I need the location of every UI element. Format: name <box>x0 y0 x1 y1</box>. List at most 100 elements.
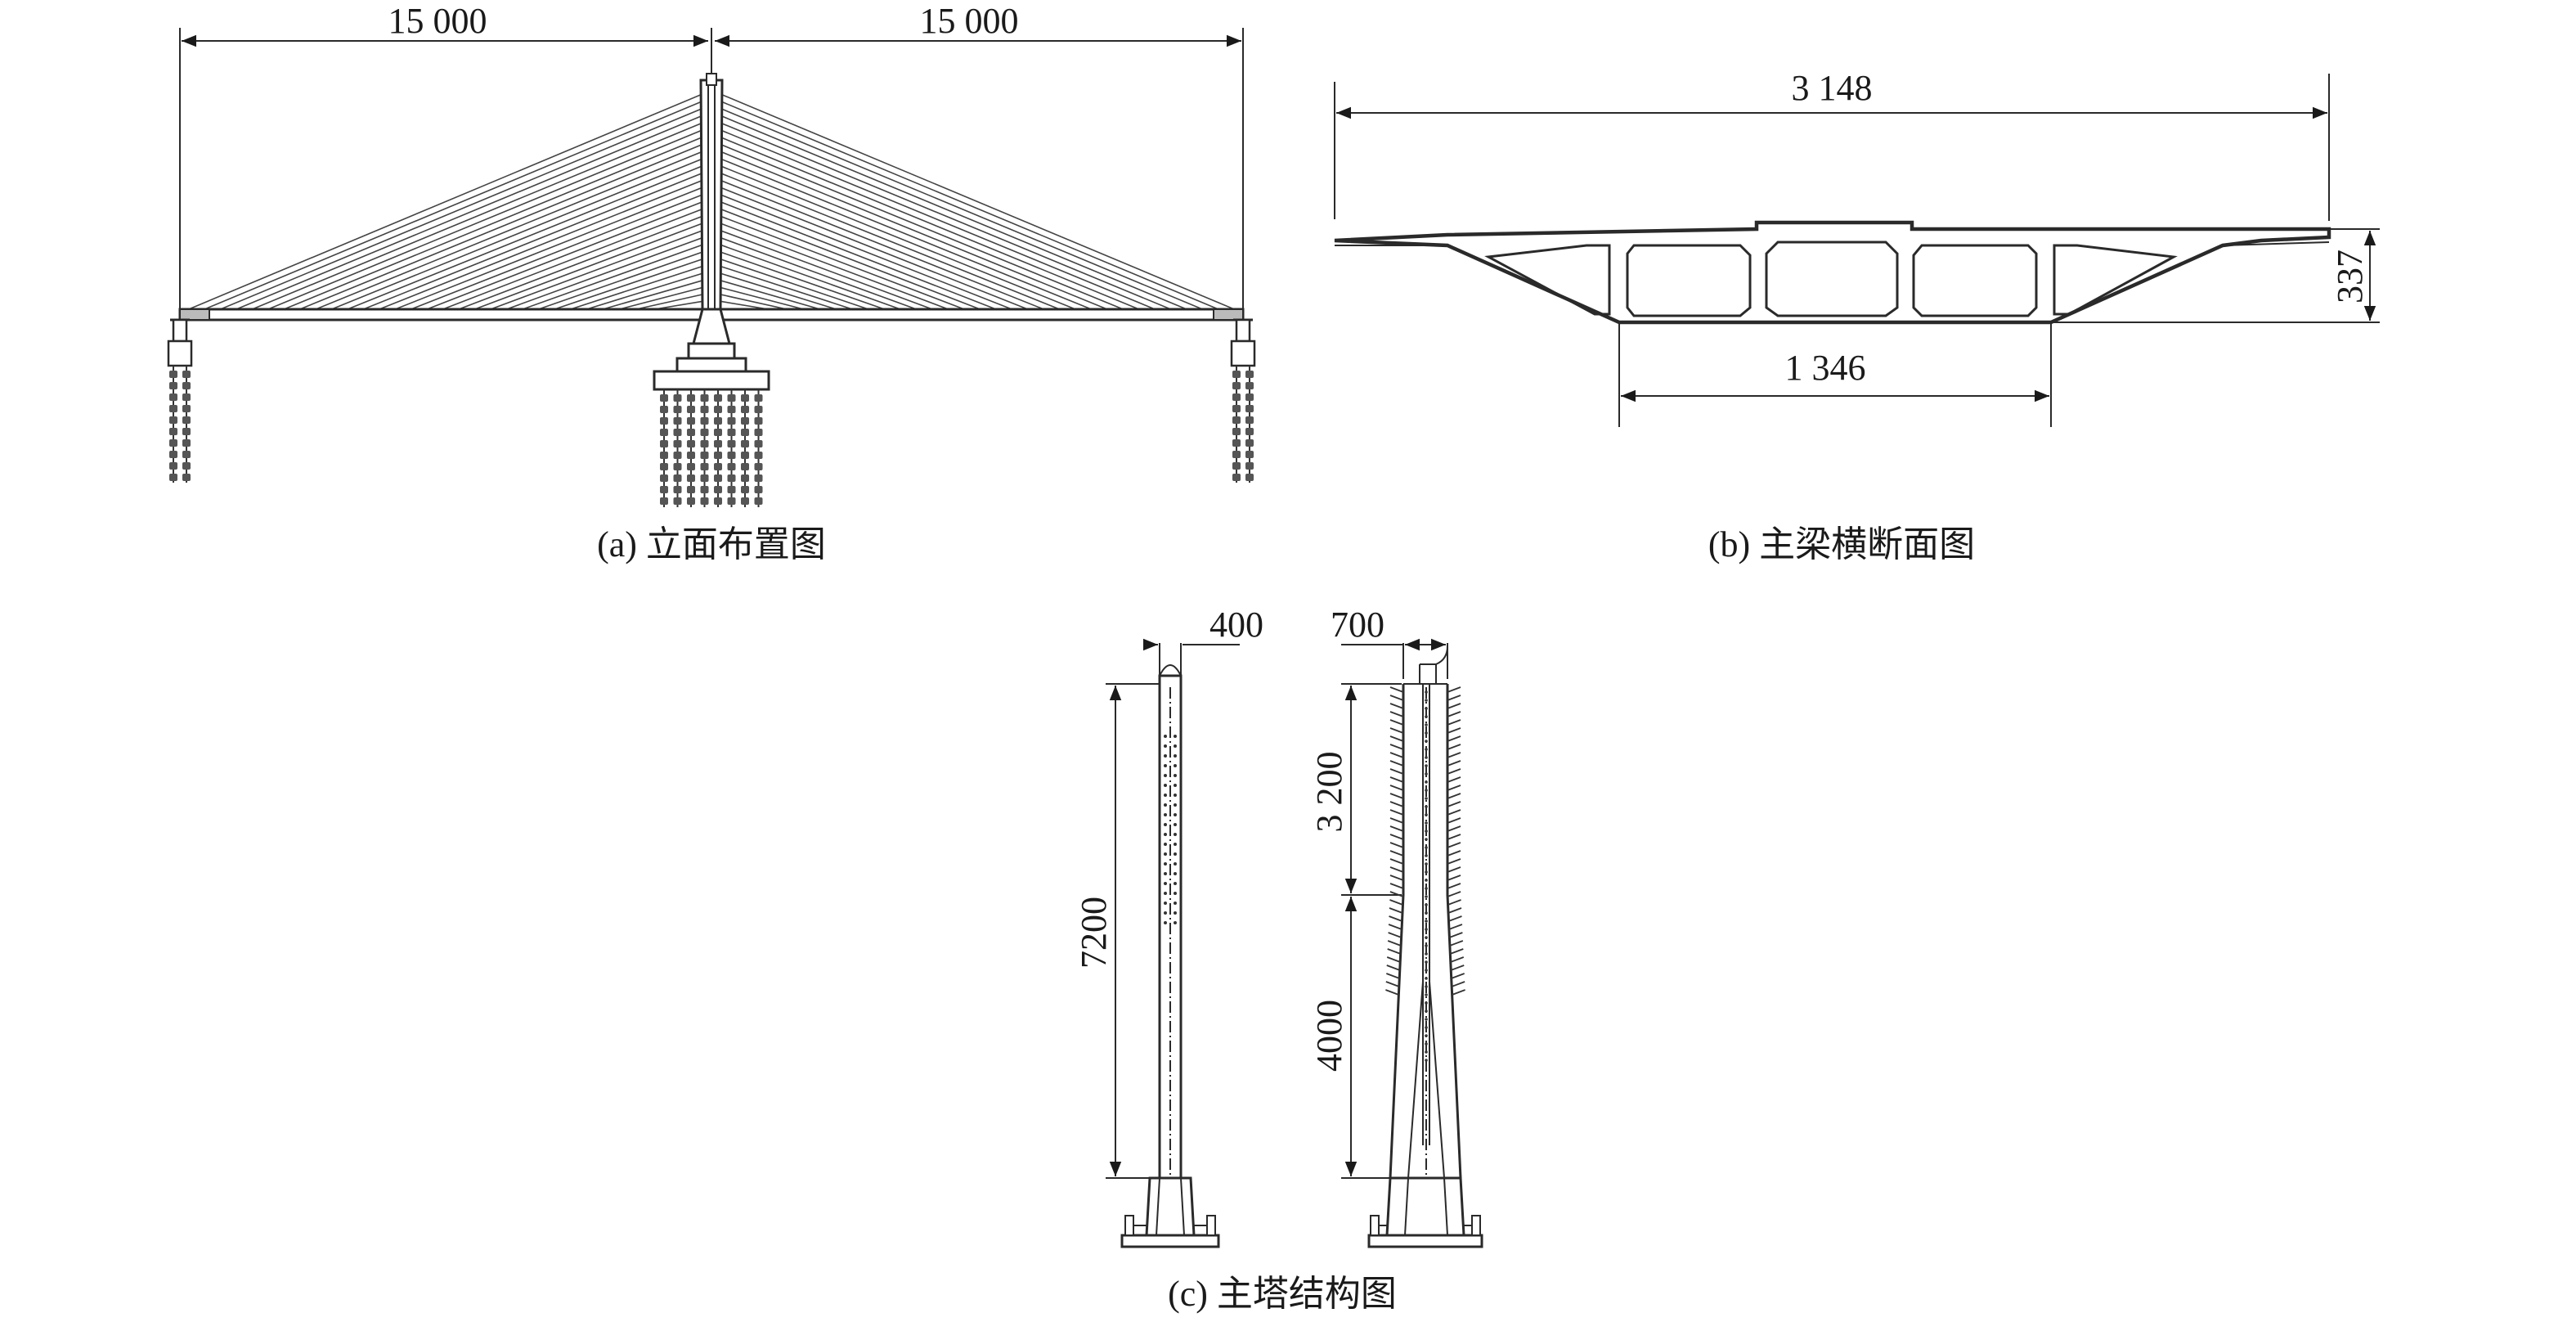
pile-segment <box>1232 439 1241 447</box>
dim-right-label: 15 000 <box>920 1 1019 41</box>
anchor-dot <box>1164 813 1167 816</box>
pile-segment <box>182 405 191 412</box>
anchor-dot <box>1164 843 1167 846</box>
pile-segment <box>714 452 722 459</box>
pile-segment <box>1232 451 1241 458</box>
pylon-side-view: 700 3 200 4000 <box>1309 605 1483 1248</box>
stay-cable <box>438 206 709 312</box>
pile-segment <box>182 451 191 458</box>
pile-segment <box>714 474 722 482</box>
anchor-dot <box>1425 690 1428 694</box>
stay-cable <box>714 278 826 312</box>
hatch-mark <box>1389 735 1404 742</box>
anchor-dot <box>1174 852 1177 856</box>
pile-segment <box>687 406 695 413</box>
stay-cable <box>280 134 709 312</box>
stay-cables <box>184 91 1239 312</box>
pile-segment <box>754 440 763 447</box>
anchor-dot <box>1425 731 1428 735</box>
anchor-dot <box>1174 813 1177 816</box>
stay-cable <box>714 292 794 312</box>
hatch-mark <box>1389 850 1404 857</box>
pile-segment <box>1245 462 1254 470</box>
hatch-mark <box>1447 776 1461 783</box>
cell-right <box>2053 244 2178 316</box>
pile-segment <box>660 463 668 470</box>
hatch-mark <box>1389 825 1404 832</box>
anchor-dot <box>1174 764 1177 767</box>
pile-segment <box>1245 405 1254 412</box>
pile-segment <box>687 463 695 470</box>
hatch-mark <box>1389 809 1404 816</box>
hatch-mark <box>1451 981 1465 987</box>
hatch-mark <box>1389 883 1404 889</box>
stay-cable <box>714 285 810 312</box>
hatch-mark <box>1389 703 1404 709</box>
girder-cross-section: 3 148 337 1 346 (b) 主梁横断面图 <box>1334 68 2380 564</box>
pile-segment <box>714 394 722 402</box>
pile-segment <box>714 429 722 436</box>
anchor-dot <box>1425 805 1428 808</box>
left-pier <box>167 318 193 483</box>
stay-cable <box>501 235 709 312</box>
stay-cable <box>629 292 709 312</box>
caption-a: (a) 立面布置图 <box>597 524 826 564</box>
hatch-mark <box>1447 825 1461 832</box>
hatch-mark <box>1447 752 1461 758</box>
pile-segment <box>727 497 736 505</box>
anchor-dot <box>1164 803 1167 807</box>
anchor-dot <box>1164 833 1167 836</box>
elevation-view: 15 000 15 000 <box>167 1 1256 564</box>
pile-segment <box>714 497 722 505</box>
anchor-dot <box>1425 920 1428 923</box>
pile-segment <box>1245 439 1254 447</box>
stay-cable <box>714 98 1223 312</box>
deck-end-right <box>1213 308 1244 321</box>
hatch-mark <box>1447 727 1461 734</box>
anchor-dot <box>1425 846 1428 849</box>
stay-cable <box>469 220 709 312</box>
dim-front-height-label: 7200 <box>1074 897 1114 969</box>
pile-segment <box>687 394 695 402</box>
dim-front-width-label: 400 <box>1209 605 1263 645</box>
pile-segment <box>1245 416 1254 424</box>
pile-segment <box>1232 382 1241 389</box>
pile-segment <box>1245 393 1254 401</box>
pile-segment <box>727 394 736 402</box>
hatch-mark <box>1389 842 1404 848</box>
pylon-front-view: 400 7200 <box>1074 605 1263 1248</box>
pile-segment <box>687 429 695 436</box>
anchor-dot <box>1425 936 1428 939</box>
anchor-dot <box>1425 870 1428 874</box>
pile-segment <box>673 394 682 402</box>
box-girder-outline <box>1334 220 2331 325</box>
pile-segment <box>182 416 191 424</box>
pile-segment <box>169 451 177 458</box>
pylon-foundation <box>653 370 770 507</box>
anchor-dot <box>1425 985 1428 988</box>
pile-segment <box>660 497 668 505</box>
stay-cable <box>343 163 709 312</box>
hatch-mark <box>1449 948 1464 955</box>
pile-segment <box>673 486 682 493</box>
anchor-dot <box>1174 833 1177 836</box>
pile-segment <box>754 429 763 436</box>
anchor-dot <box>1164 754 1167 758</box>
dim-side-lower-label: 4000 <box>1309 1000 1349 1072</box>
pile-segment <box>182 474 191 481</box>
hatch-mark <box>1447 719 1461 726</box>
hatch-mark <box>1389 727 1404 734</box>
anchor-dot <box>1425 993 1428 996</box>
pile-segment <box>169 393 177 401</box>
cell-4 <box>1912 244 2038 317</box>
pile-segment <box>714 440 722 447</box>
anchor-dot <box>1425 789 1428 792</box>
hatch-mark <box>1447 744 1461 750</box>
pile-segment <box>687 486 695 493</box>
hatch-mark <box>1447 760 1461 767</box>
pile-segment <box>182 428 191 435</box>
anchor-dot <box>1425 821 1428 825</box>
stay-cable <box>714 249 890 312</box>
pile-segment <box>169 416 177 424</box>
